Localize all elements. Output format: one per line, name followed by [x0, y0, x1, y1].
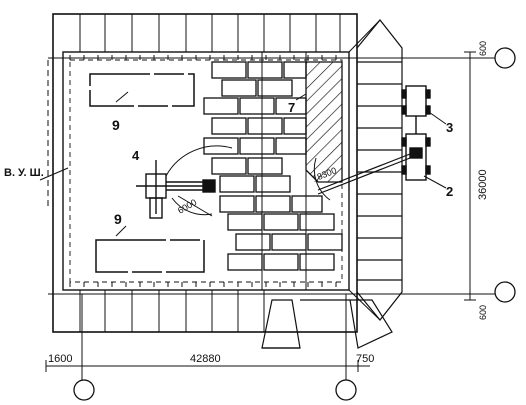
truck-lower: [401, 133, 431, 181]
dim-width: 36000: [477, 169, 489, 200]
dimension-lines: [45, 51, 476, 372]
dim-bottom-offset: 600: [478, 305, 488, 320]
axis-bubble-top-right: [494, 47, 516, 69]
storage-area-bottom: [95, 239, 205, 273]
storage-area-top: [89, 73, 195, 107]
boom-reach: [313, 153, 411, 201]
truck-upper: [401, 85, 431, 134]
tower-crane: [136, 145, 233, 219]
axis-bubble-bottom-right: [494, 281, 516, 303]
hatched-masonry-section: [305, 61, 343, 183]
dim-right-offset: 750: [356, 353, 374, 365]
label-storage-bottom: 9: [114, 211, 122, 227]
dim-left-offset: 1600: [48, 353, 72, 365]
axis-bubble-bottom-center: [335, 379, 357, 401]
label-masonry: 7: [288, 100, 295, 115]
brick-masonry: [203, 52, 343, 290]
axis-lines: [47, 57, 498, 380]
label-crane: 4: [132, 148, 140, 163]
stair-projection: [261, 299, 393, 349]
dim-top-offset: 600: [478, 41, 488, 56]
label-storage-top: 9: [112, 117, 120, 133]
leader-lines: [39, 91, 447, 237]
dim-crane-radius: 6000: [176, 197, 198, 216]
label-truck-lower: 2: [446, 184, 453, 199]
axis-bubble-bottom-left: [73, 379, 95, 401]
zone-label: В. У. Ш.: [4, 167, 44, 179]
label-truck-upper: 3: [446, 120, 453, 135]
dim-length: 42880: [190, 353, 221, 365]
